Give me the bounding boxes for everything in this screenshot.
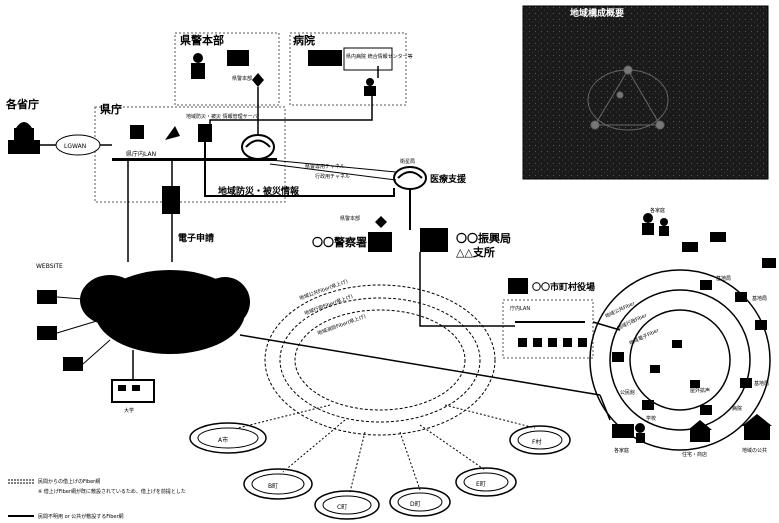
hospital-info-center-label: 県内病院 統合情報センター等 [346,53,413,60]
pref-pc-icon [130,125,144,139]
satellite-station-label: 衛星局 [400,158,415,165]
town-d-label: D町 [410,501,421,508]
municipal-office-icon [508,278,528,294]
base-station-label-2: 基地局 [752,295,767,302]
university-label: 大学 [124,407,134,414]
internet-cloud [80,270,250,354]
svg-text:LGWAN: LGWAN [64,143,86,150]
satellite-dish-pref [242,135,274,159]
town-a-label: A市 [218,436,228,444]
web-link-3 [83,340,110,364]
laptop-icon-1 [682,242,698,252]
e-application-label: 電子申請 [178,232,214,244]
overview-map-panel: 地域構成概要 [523,6,768,179]
main-trunk-line [240,335,600,395]
town-e-label: E町 [476,481,486,488]
sub-branch-label: △△支所 [456,245,495,259]
legend-leased-note: ※ 借上げFiber網が既に敷設されているため、借上げを前提とした [38,488,186,495]
overview-map-title: 地域構成概要 [570,7,624,19]
doctor-icon [364,78,376,96]
police-station-router-icon [375,216,387,228]
town-a: A市 [190,423,266,453]
household-people-icon [642,213,669,236]
base-station-label-1: 基地局 [716,275,731,282]
town-c: C町 [315,491,379,519]
prefectural-office-title: 県庁 [100,102,122,116]
ring-label-3: 地域消防Fiber(県上げ) [316,313,366,337]
disaster-server-label: 地域防災・被災 情報管理サーバ [186,113,258,120]
website-label: WEBSITE [36,263,63,270]
police-officer-icon [191,53,205,79]
hospital-title: 病院 [293,33,315,47]
e-application-server-icon [162,186,180,214]
police-station-router-label: 県警本部 [340,215,360,222]
police-server-icon [227,50,249,66]
branch-municipal-link [420,252,515,326]
police-router-icon [252,73,264,87]
lgwan-cloud: LGWAN [56,135,100,155]
municipal-terminals [518,338,587,347]
university-icon [112,380,154,402]
website-server-2-icon [37,326,57,340]
base-station-label-3: 基地局 [754,380,769,387]
municipal-office-label: 〇〇市町村役場 [532,281,595,293]
ministries-title: 各省庁 [5,97,39,111]
laptop-icon-2 [710,232,726,242]
town-b: B町 [244,469,312,499]
branch-office-label: 〇〇振興局 [456,231,511,245]
legend-leased-fiber: 民間からの借上げのFiber網 [38,478,100,485]
admin-channel-label: 行政用チャネル [315,173,350,180]
right-ring-label-3: 地域電子Fiber [628,326,661,346]
trunk-to-right-link [600,395,610,420]
website-server-1-icon [37,290,57,304]
town-f: F村 [510,426,570,454]
town-c-label: C町 [337,504,347,511]
speaker-label: 屋外拡声 [690,387,710,394]
government-building-icon [8,122,40,154]
ring-node-icons [612,280,767,415]
municipal-lan-label: 庁内LAN [510,305,530,312]
household-label-top: 各家庭 [650,207,665,214]
central-fiber-rings [265,285,495,435]
branch-office-building-icon [420,228,448,252]
public-building-icon [742,414,772,440]
school-label: 学校 [646,415,656,422]
town-e: E町 [456,468,516,496]
police-hq-title: 県警本部 [180,33,224,47]
town-b-label: B町 [268,483,278,490]
web-link-2 [57,320,100,333]
public-facility-label: 地域の公共 [742,447,767,454]
prefectural-lan-label: 県庁内LAN [126,150,156,158]
police-router-label: 県警本部 [232,75,252,82]
hospital-building-icon [308,50,342,66]
household-label-bottom: 各家庭 [614,447,629,454]
laptop-icon-3 [762,258,776,268]
community-center-label: 公民館 [620,389,635,396]
medical-support-label: 医療支援 [430,173,467,185]
town-d: D町 [390,488,450,516]
legend: 民間からの借上げのFiber網 ※ 借上げFiber網が既に敷設されているため、… [8,478,186,520]
satellite-dish-regional [394,167,426,189]
pref-antenna-icon [165,126,180,140]
hospital-node-label: 病院 [732,405,742,412]
website-server-3-icon [63,357,83,371]
town-f-label: F村 [532,438,541,446]
legend-public-fiber: 民間不明用 or 公共が敷設するFiber網 [38,513,124,520]
police-station-building-icon [368,232,392,252]
residence-shop-label: 住宅・商店 [682,451,707,458]
police-station-label: 〇〇警察署 [312,235,367,249]
household-laptop-icon [612,423,645,443]
